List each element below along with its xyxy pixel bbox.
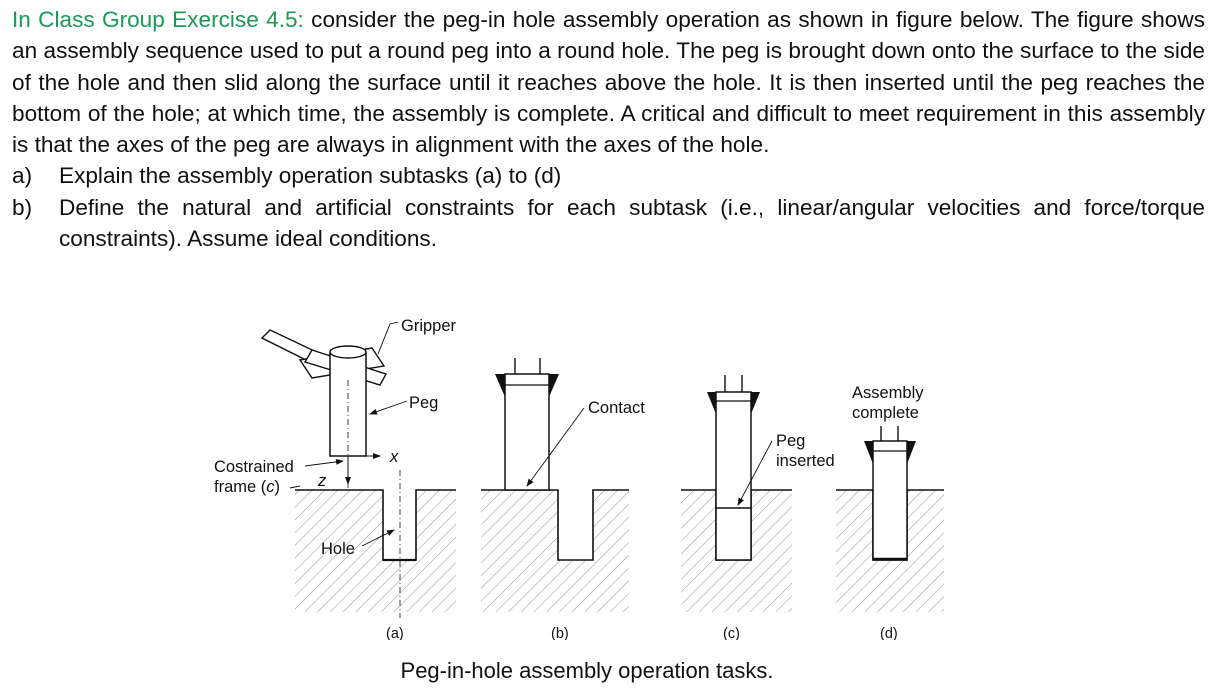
panel-label-c: (c) [723, 626, 740, 640]
peg-d [872, 440, 908, 561]
list-item-a: a) Explain the assembly operation subtask… [12, 160, 1205, 191]
peg-label: Peg [409, 394, 438, 412]
gripper-label: Gripper [401, 317, 457, 335]
ground-c [681, 490, 792, 612]
panel-label-d: (d) [880, 626, 898, 640]
panel-a: Gripper Peg Costrained frame (c) x z Hol… [214, 317, 457, 640]
list-item-b: b) Define the natural and artificial cons… [12, 192, 1205, 255]
exercise-heading: In Class Group Exercise 4.5: [12, 7, 304, 32]
exercise-text: In Class Group Exercise 4.5: consider th… [12, 4, 1205, 254]
finger-right-b [549, 374, 559, 397]
peg-b [504, 373, 550, 491]
peg-inserted-label-line2: inserted [776, 452, 835, 470]
finger-left-c [707, 392, 716, 414]
peg-inserted-label-line1: Peg [776, 432, 805, 450]
assembly-complete-label-line2: complete [852, 404, 919, 422]
assembly-complete-label-line1: Assembly [852, 384, 924, 402]
constrained-frame-label-line1: Costrained [214, 458, 294, 476]
hole-label: Hole [321, 540, 355, 558]
panel-c: Peg inserted (c) [681, 375, 835, 640]
peg-in-hole-figure: Gripper Peg Costrained frame (c) x z Hol… [214, 317, 944, 640]
axis-z-label: z [317, 472, 327, 490]
axis-x-label: x [389, 448, 399, 466]
exercise-paragraph: In Class Group Exercise 4.5: consider th… [12, 4, 1205, 160]
panel-label-b: (b) [551, 626, 569, 640]
ground-a [295, 490, 456, 612]
finger-right-d [907, 441, 916, 464]
panel-d: Assembly complete (d) [836, 384, 944, 640]
panel-label-a: (a) [386, 626, 404, 640]
figure-caption: Peg-in-hole assembly operation tasks. [400, 658, 774, 683]
ground-b [481, 490, 629, 612]
contact-label: Contact [588, 399, 645, 417]
list-marker: a) [12, 163, 33, 189]
ground-d [836, 490, 944, 612]
finger-left-d [864, 441, 873, 464]
panel-b: Contact (b) [481, 358, 645, 640]
list-text: Explain the assembly operation subtasks … [59, 163, 562, 189]
list-text: Define the natural and artificial constr… [59, 194, 1205, 252]
finger-right-c [751, 392, 760, 414]
exercise-intro: consider the peg-in hole assembly operat… [12, 7, 1205, 158]
finger-left-b [495, 374, 505, 397]
peg-c [715, 391, 752, 561]
list-marker: b) [12, 194, 33, 220]
gripper-drawing [260, 329, 388, 386]
peg-a [329, 351, 367, 457]
constrained-frame-label-line2: frame (c) [214, 478, 280, 496]
